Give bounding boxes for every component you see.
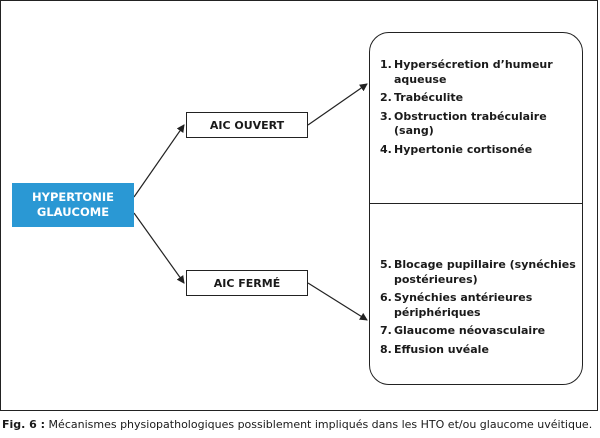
list-item-number: 1. bbox=[380, 58, 392, 71]
list-item-text: Effusion uvéale bbox=[394, 342, 489, 356]
list-item: 4.Hypertonie cortisonée bbox=[380, 143, 580, 158]
arrow-root-to-open bbox=[133, 124, 185, 198]
arrow-root-to-closed bbox=[133, 212, 185, 284]
arrow-closed-to-panel bbox=[307, 282, 368, 321]
root-line-1: HYPERTONIE bbox=[32, 190, 114, 204]
list-item-text: Obstruction trabéculaire (sang) bbox=[394, 109, 547, 138]
list-item: 3.Obstruction trabéculaire (sang) bbox=[380, 110, 580, 139]
list-item-number: 3. bbox=[380, 109, 392, 123]
list-item: 6.Synéchies antérieures périphériques bbox=[380, 291, 580, 320]
list-open-mechanisms: 1.Hypersécretion d’humeur aqueuse 2.Trab… bbox=[380, 58, 580, 161]
list-item-text: Trabéculite bbox=[394, 91, 464, 104]
node-aic-ferme-label: AIC FERMÉ bbox=[213, 276, 281, 290]
list-item-text: Synéchies antérieures périphériques bbox=[394, 291, 533, 319]
caption-text: Mécanismes physiopathologiques possiblem… bbox=[45, 418, 593, 431]
list-item-text: Hypersécretion d’humeur aqueuse bbox=[394, 58, 553, 86]
node-aic-ferme: AIC FERMÉ bbox=[186, 270, 308, 296]
node-aic-ouvert: AIC OUVERT bbox=[186, 112, 308, 138]
node-aic-ouvert-label: AIC OUVERT bbox=[209, 118, 285, 132]
root-line-2: GLAUCOME bbox=[36, 205, 110, 219]
list-item-text: Blocage pupillaire (synéchies postérieur… bbox=[394, 258, 576, 286]
list-item-text: Glaucome néovasculaire bbox=[394, 324, 546, 337]
list-item: 7.Glaucome néovasculaire bbox=[380, 324, 580, 339]
arrow-open-to-panel bbox=[307, 83, 368, 126]
diagram-frame bbox=[0, 0, 598, 411]
list-item-number: 4. bbox=[380, 142, 392, 156]
list-item: 8.Effusion uvéale bbox=[380, 343, 580, 358]
list-item: 2.Trabéculite bbox=[380, 91, 580, 106]
list-item-text: Hypertonie cortisonée bbox=[394, 142, 533, 156]
figure-caption: Fig. 6 : Mécanismes physiopathologiques … bbox=[2, 418, 592, 431]
list-item-number: 5. bbox=[380, 258, 392, 271]
list-closed-mechanisms: 5.Blocage pupillaire (synéchies postérie… bbox=[380, 258, 580, 361]
list-item-number: 2. bbox=[380, 91, 392, 104]
list-item: 5.Blocage pupillaire (synéchies postérie… bbox=[380, 258, 580, 287]
list-item-number: 6. bbox=[380, 291, 392, 304]
list-item-number: 8. bbox=[380, 342, 392, 356]
list-item: 1.Hypersécretion d’humeur aqueuse bbox=[380, 58, 580, 87]
root-node-hypertonie-glaucome: HYPERTONIE GLAUCOME bbox=[12, 183, 134, 227]
list-item-number: 7. bbox=[380, 324, 392, 337]
caption-label: Fig. 6 : bbox=[2, 418, 46, 431]
panel-divider bbox=[369, 203, 583, 204]
mechanisms-panel bbox=[369, 32, 583, 385]
